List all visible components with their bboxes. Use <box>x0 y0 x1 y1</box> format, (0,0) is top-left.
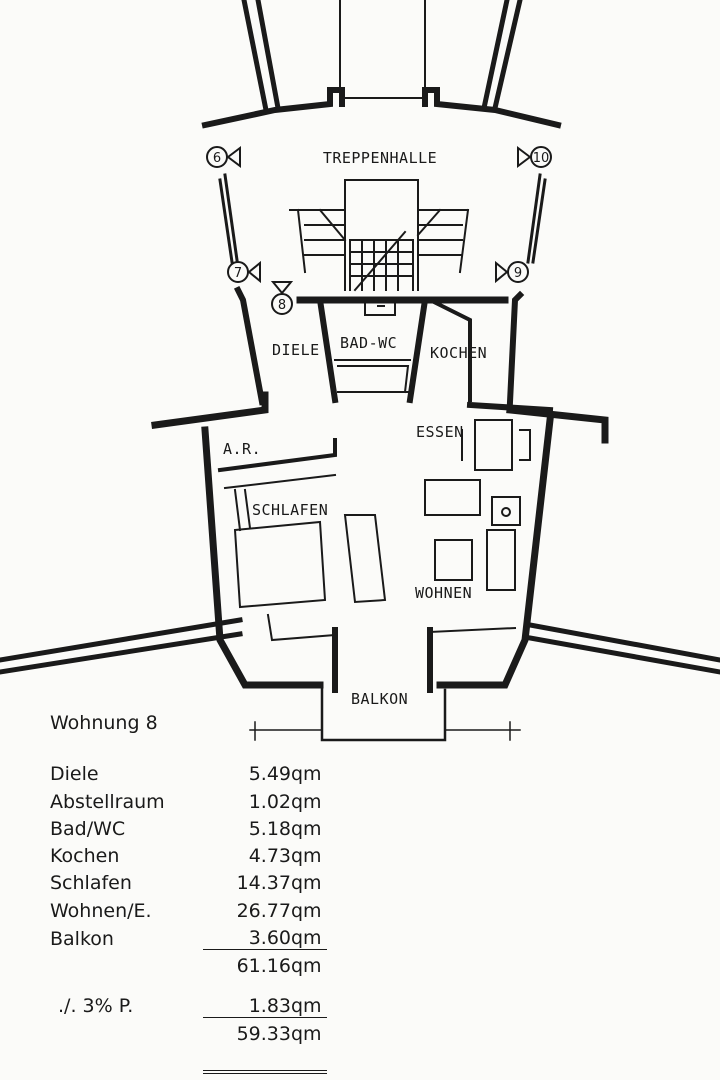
area-name: Wohnen/E. <box>50 899 152 922</box>
table-row: Schlafen 14.37 qm <box>50 867 327 894</box>
subtotal-value: 61.16 <box>236 955 291 978</box>
subtotal-unit: qm <box>291 955 322 978</box>
area-value: 1.02 <box>248 790 291 813</box>
room-label-treppenhalle: TREPPENHALLE <box>323 149 437 167</box>
staircase <box>289 179 470 292</box>
table-row: Kochen 4.73 qm <box>50 840 327 867</box>
area-legend: Wohnung 8 Diele 5.49 qm Abstellraum 1.02… <box>50 712 350 1075</box>
table-row: Balkon 3.60 qm <box>50 921 327 951</box>
area-name: Diele <box>50 763 99 786</box>
subtotal-row: 61.16 qm <box>50 950 327 978</box>
exterior-wall-left <box>201 426 324 689</box>
area-name: Bad/WC <box>50 817 126 840</box>
exterior-wall-left-top <box>151 391 269 429</box>
table-row: Bad/WC 5.18 qm <box>50 813 327 840</box>
area-name: Schlafen <box>50 872 132 895</box>
area-value: 14.37 <box>236 872 291 895</box>
room-label-diele: DIELE <box>272 341 320 359</box>
deduction-row: ./. 3% P. 1.83 qm <box>50 989 327 1018</box>
area-unit: qm <box>291 763 322 786</box>
table-row: Wohnen/E. 26.77 qm <box>50 894 327 922</box>
marker-6-label: 6 <box>213 151 221 166</box>
room-label-wohnen: WOHNEN <box>415 584 472 602</box>
table-row: Diele 5.49 qm <box>50 758 327 785</box>
area-table: Diele 5.49 qm Abstellraum 1.02 qm Bad/WC… <box>50 758 327 1075</box>
area-name: Balkon <box>50 927 114 950</box>
area-unit: qm <box>291 817 322 840</box>
corridor-inner-lines <box>339 0 426 93</box>
plan-lines <box>0 0 720 742</box>
apartment-title: Wohnung 8 <box>50 712 158 734</box>
corridor-wall-right <box>481 0 523 111</box>
area-name: Abstellraum <box>50 790 165 813</box>
marker-9-label: 9 <box>514 266 522 281</box>
room-label-bad-wc: BAD-WC <box>340 334 397 352</box>
room-label-balkon: BALKON <box>351 690 408 708</box>
area-value: 5.49 <box>248 763 291 786</box>
total-value: 59.33 <box>236 1022 291 1045</box>
exterior-wall-right <box>436 416 554 689</box>
balcony-outline <box>320 683 447 742</box>
room-label-kochen: KOCHEN <box>430 344 487 362</box>
floor-plan-drawing: 6 7 8 9 10 TREPPENHALLE DIELE BAD-WC KOC… <box>0 0 720 742</box>
total-unit: qm <box>291 1022 322 1045</box>
area-unit: qm <box>291 790 322 813</box>
marker-8-label: 8 <box>278 298 286 313</box>
area-unit: qm <box>291 845 322 868</box>
area-unit: qm <box>291 872 322 895</box>
deduction-value: 1.83 <box>203 989 291 1018</box>
area-value: 4.73 <box>248 845 291 868</box>
area-value: 3.60 <box>203 921 291 951</box>
area-unit: qm <box>291 921 327 951</box>
total-row: 59.33 qm <box>50 1017 327 1045</box>
corridor-wall-left <box>241 0 281 113</box>
area-value: 5.18 <box>248 817 291 840</box>
room-label-essen: ESSEN <box>416 423 464 441</box>
double-underline <box>50 1044 327 1075</box>
area-name: Kochen <box>50 845 120 868</box>
area-unit: qm <box>291 899 322 922</box>
room-label-schlafen: SCHLAFEN <box>252 501 328 519</box>
exterior-wall-right-top <box>506 406 609 444</box>
area-value: 26.77 <box>236 899 291 922</box>
deduction-unit: qm <box>291 989 327 1018</box>
marker-7-label: 7 <box>234 266 242 281</box>
room-label-ar: A.R. <box>223 440 261 458</box>
table-row: Abstellraum 1.02 qm <box>50 785 327 813</box>
deduction-name: ./. 3% P. <box>58 995 134 1018</box>
marker-10-label: 10 <box>533 151 550 166</box>
